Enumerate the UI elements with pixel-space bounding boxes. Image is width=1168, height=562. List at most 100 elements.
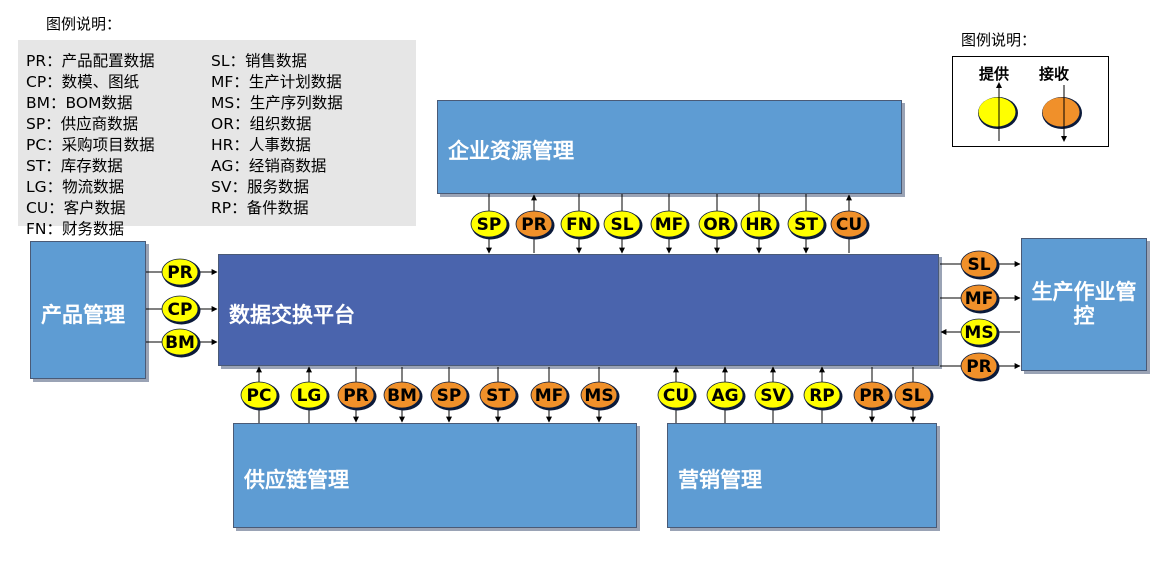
connector-scm-st: ST [479,381,519,411]
abbreviation-item: OR：组织数据 [211,115,312,133]
connector-code: CP [168,300,193,320]
provide-legend-label: 提供 [979,65,1010,83]
connector-code: MF [535,386,564,406]
connector-code: OR [703,215,731,235]
abbreviation-item: FN：财务数据 [26,220,125,238]
abbreviation-item: ST：库存数据 [26,157,123,175]
data-exchange-platform-box: 数据交换平台 [218,254,939,366]
erp-box: 企业资源管理 [437,100,902,194]
connector-code: CU [836,215,862,235]
product-management-label: 产品管理 [41,303,125,327]
connector-product-cp: CP [161,295,201,325]
connector-product-pr: PR [161,258,201,288]
connector-marketing-rp: RP [803,381,843,411]
connector-erp-or: OR [698,210,738,240]
production-control-box: 生产作业管 控 [1021,238,1147,371]
connector-scm-mf: MF [530,381,570,411]
connector-code: MF [655,215,684,235]
connector-code: ST [486,386,510,406]
abbreviation-panel: PR：产品配置数据 CP：数模、图纸 BM：BOM数据 SP：供应商数据 PC：… [18,40,416,238]
marketing-label: 营销管理 [678,468,762,492]
connector-code: PC [247,386,272,406]
connector-code: MF [965,289,994,309]
data-exchange-platform-label: 数据交换平台 [229,303,355,327]
production-control-label-line-2: 控 [1073,304,1095,328]
marketing-box: 营销管理 [667,423,937,528]
connector-mes-mf: MF [960,284,1000,314]
color-legend: 提供 接收 [952,56,1109,147]
abbreviation-item: SP：供应商数据 [26,115,139,133]
provide-symbol-icon [978,82,1018,141]
connector-erp-hr: HR [740,210,780,240]
connector-code: ST [794,215,818,235]
connector-scm-ms: MS [580,381,620,411]
connector-code: CU [663,386,689,406]
connector-code: FN [566,215,592,235]
abbreviation-item: PR：产品配置数据 [26,52,155,70]
connector-erp-sl: SL [603,210,643,240]
connector-mes-sl: SL [960,250,1000,280]
connector-mes-ms: MS [960,318,1000,348]
abbreviation-item: RP：备件数据 [211,199,309,217]
abbreviation-item: BM：BOM数据 [26,94,133,112]
connector-code: SL [610,215,633,235]
connector-code: PR [521,215,547,235]
abbreviation-column-2: SL：销售数据 MF：生产计划数据 MS：生产序列数据 OR：组织数据 HR：人… [211,51,343,219]
abbreviation-item: SV：服务数据 [211,178,309,196]
supply-chain-box: 供应链管理 [233,423,637,528]
connector-erp-fn: FN [560,210,600,240]
connector-code: LG [297,386,322,406]
connector-code: PR [167,263,193,283]
connector-marketing-sl: SL [894,381,934,411]
connector-marketing-ag: AG [706,381,746,411]
abbreviation-item: LG：物流数据 [26,178,125,196]
connector-marketing-cu: CU [657,381,697,411]
connector-scm-bm: BM [383,381,423,411]
connector-erp-mf: MF [650,210,690,240]
connector-erp-pr: PR [515,210,555,240]
connector-code: RP [809,386,835,406]
connector-code: SL [967,255,990,275]
connector-erp-sp: SP [470,210,510,240]
abbreviation-item: AG：经销商数据 [211,157,327,175]
connector-code: SL [901,386,924,406]
connector-marketing-sv: SV [754,381,794,411]
connector-code: PR [859,386,885,406]
abbreviation-item: PC：采购项目数据 [26,136,155,154]
abbreviation-item: MS：生产序列数据 [211,94,343,112]
receive-legend-label: 接收 [1039,65,1070,83]
connector-scm-pr: PR [337,381,377,411]
erp-label: 企业资源管理 [448,139,574,163]
connector-product-bm: BM [161,328,201,358]
connector-erp-cu: CU [830,210,870,240]
abbreviation-item: SL：销售数据 [211,52,307,70]
connector-code: MS [584,386,613,406]
production-control-label-line-1: 生产作业管 [1031,280,1137,304]
connector-code: MS [964,323,993,343]
legend-symbols [978,82,1082,142]
connector-code: AG [711,386,738,406]
connector-code: BM [165,333,195,353]
connector-erp-st: ST [787,210,827,240]
connector-code: SP [477,215,502,235]
color-legend-title: 图例说明： [961,31,1037,49]
connector-code: BM [387,386,417,406]
connector-marketing-pr: PR [853,381,893,411]
abbreviation-column-1: PR：产品配置数据 CP：数模、图纸 BM：BOM数据 SP：供应商数据 PC：… [26,51,155,240]
connector-scm-sp: SP [430,381,470,411]
connector-scm-pc: PC [240,381,280,411]
connector-code: HR [745,215,772,235]
supply-chain-label: 供应链管理 [244,468,349,492]
connector-code: SV [760,386,786,406]
abbreviation-item: HR：人事数据 [211,136,311,154]
connector-mes-pr: PR [960,352,1000,382]
connector-scm-lg: LG [290,381,330,411]
abbreviation-legend-title: 图例说明： [46,15,122,33]
connector-code: PR [966,357,992,377]
abbreviation-item: MF：生产计划数据 [211,73,342,91]
connector-code: PR [343,386,369,406]
abbreviation-item: CP：数模、图纸 [26,73,140,91]
receive-symbol-icon [1042,85,1082,142]
product-management-box: 产品管理 [30,241,146,379]
